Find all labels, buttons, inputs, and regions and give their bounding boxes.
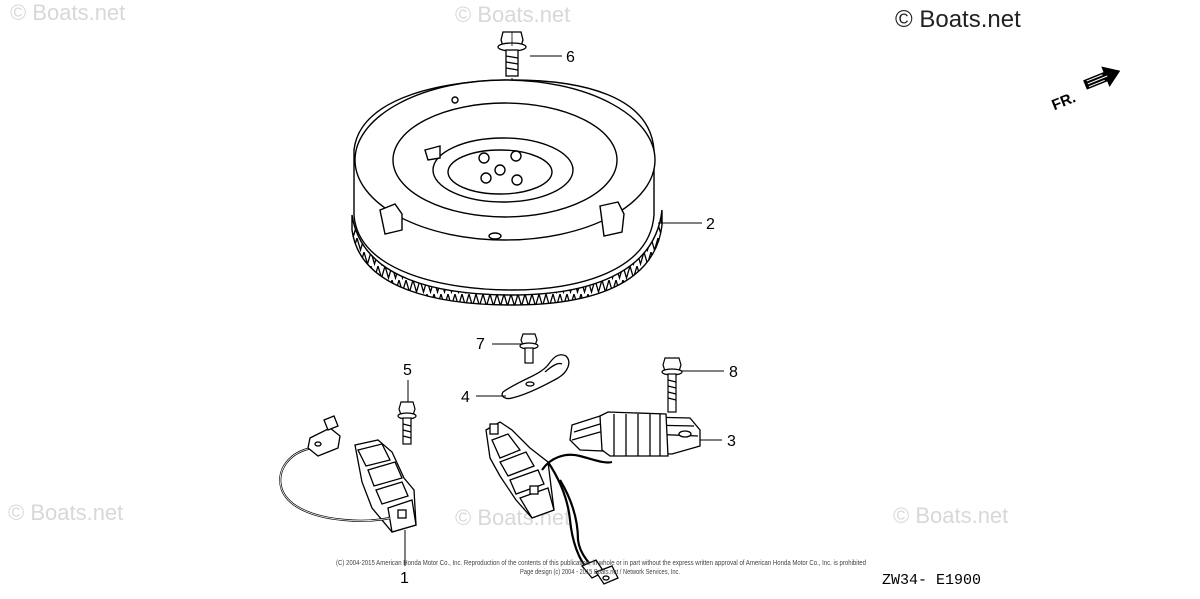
callout-numbers: 6 2 3 4 5 7 8 1	[400, 49, 738, 587]
pulser-coil-bolt	[397, 401, 417, 445]
flywheel	[351, 79, 663, 306]
callout-1: 1	[400, 570, 409, 587]
front-direction-arrow: FR.	[1049, 66, 1121, 114]
pulser-coil	[279, 415, 417, 533]
callout-4: 4	[461, 389, 470, 406]
callout-2: 2	[706, 216, 715, 233]
callout-7: 7	[476, 336, 485, 353]
callout-5: 5	[403, 362, 412, 379]
direction-label: FR.	[1049, 89, 1078, 114]
watermark-faint: © Boats.net	[893, 503, 1008, 528]
leader-lines	[404, 55, 724, 566]
flywheel-bolt	[497, 31, 527, 77]
diagram-code: ZW34- E1900	[882, 572, 981, 589]
charge-coil-bolt	[661, 357, 683, 413]
callout-6: 6	[566, 49, 575, 66]
callout-3: 3	[727, 433, 736, 450]
watermark-faint: © Boats.net	[8, 500, 123, 525]
bracket-bolt	[519, 333, 539, 364]
callout-8: 8	[729, 364, 738, 381]
watermark-main: © Boats.net	[895, 6, 1021, 33]
watermark-faint: © Boats.net	[10, 0, 125, 25]
copyright-line: (C) 2004-2015 American Honda Motor Co., …	[336, 560, 866, 567]
watermark-faint: © Boats.net	[455, 2, 570, 27]
charge-coil	[485, 411, 701, 585]
design-line: Page design (c) 2004 - 2015 Boats.net / …	[520, 569, 680, 576]
coil-bracket	[501, 354, 570, 400]
